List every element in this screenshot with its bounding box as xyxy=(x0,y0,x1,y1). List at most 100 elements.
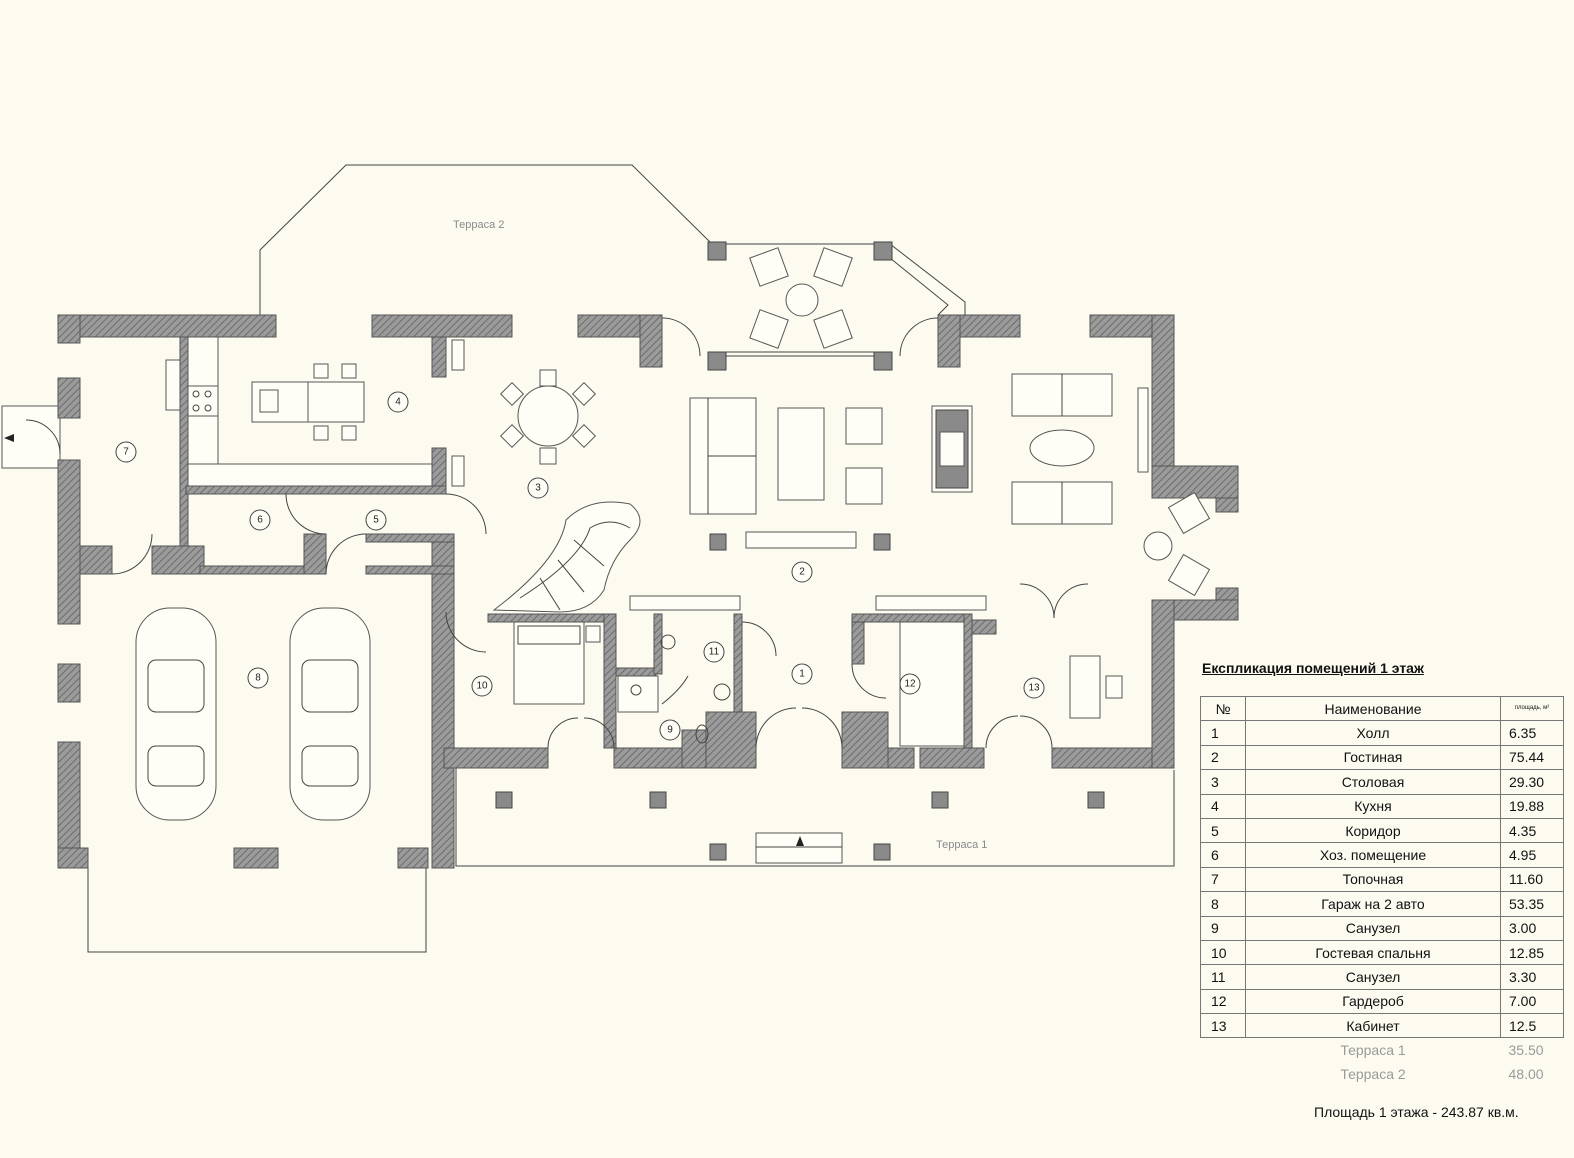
row-num: 13 xyxy=(1200,1013,1246,1039)
header-name: Наименование xyxy=(1245,695,1501,722)
terrace-row-empty xyxy=(1201,1038,1246,1062)
svg-text:11: 11 xyxy=(709,647,720,658)
door-swings xyxy=(25,317,1089,749)
row-num: 8 xyxy=(1200,891,1246,917)
svg-text:10: 10 xyxy=(476,681,488,692)
row-name: Гараж на 2 авто xyxy=(1245,891,1501,917)
svg-text:9: 9 xyxy=(667,725,673,736)
bathroom-fixtures xyxy=(617,634,731,744)
living-room-furniture xyxy=(629,373,1211,611)
row-area: 19.88 xyxy=(1500,793,1564,819)
row-area: 4.95 xyxy=(1500,842,1564,868)
boiler-unit xyxy=(165,359,181,411)
row-area: 3.00 xyxy=(1500,915,1564,941)
row-num: 10 xyxy=(1200,939,1246,966)
row-area: 29.30 xyxy=(1500,769,1564,795)
entry-arrow-icon xyxy=(796,836,804,846)
row-name: Санузел xyxy=(1245,915,1501,941)
kitchen-furniture xyxy=(187,336,465,487)
room-marker-7: 7 xyxy=(115,441,137,463)
exterior-walls xyxy=(57,241,1239,869)
room-marker-5: 5 xyxy=(365,509,387,531)
svg-text:4: 4 xyxy=(395,397,401,408)
room-marker-8: 8 xyxy=(247,667,269,689)
explication-title: Експликация помещений 1 этаж xyxy=(1202,660,1424,676)
row-area: 6.35 xyxy=(1500,720,1564,746)
bay-seating xyxy=(749,247,853,349)
room-marker-13: 13 xyxy=(1023,677,1045,699)
row-area: 3.30 xyxy=(1500,964,1564,990)
terrace-row-name: Терраса 2 xyxy=(1340,1065,1406,1082)
garage-apron xyxy=(87,866,427,953)
row-name: Коридор xyxy=(1245,817,1501,844)
terrace-1-steps xyxy=(755,832,843,864)
terrace-row-name: Терраса 1 xyxy=(1340,1042,1406,1059)
room-marker-1: 1 xyxy=(791,663,813,685)
study-furniture xyxy=(899,621,1123,747)
room-marker-9: 9 xyxy=(659,719,681,741)
header-num: № xyxy=(1200,695,1246,722)
room-explication: Експликация помещений 1 этаж № Наименова… xyxy=(1200,660,1568,1085)
row-name: Столовая xyxy=(1245,769,1501,795)
row-num: 4 xyxy=(1200,793,1246,819)
row-num: 3 xyxy=(1200,769,1246,795)
room-marker-4: 4 xyxy=(387,391,409,413)
terrace-1-outline xyxy=(455,766,1175,867)
row-area: 12.5 xyxy=(1500,1013,1564,1039)
spiral-staircase xyxy=(492,501,641,613)
row-num: 2 xyxy=(1200,744,1246,771)
room-marker-6: 6 xyxy=(249,509,271,531)
room-marker-11: 11 xyxy=(703,641,725,663)
svg-text:8: 8 xyxy=(255,673,261,684)
terrace-row-area: 48.00 xyxy=(1508,1065,1544,1082)
row-name: Гостиная xyxy=(1245,744,1501,771)
svg-text:1: 1 xyxy=(799,669,805,680)
row-num: 7 xyxy=(1200,866,1246,893)
row-area: 4.35 xyxy=(1500,817,1564,844)
svg-text:2: 2 xyxy=(799,567,805,578)
terrace-1-label: Терраса 1 xyxy=(936,839,987,851)
garage-cars xyxy=(135,607,371,821)
row-name: Хоз. помещение xyxy=(1245,842,1501,868)
terrace-row-area: 35.50 xyxy=(1508,1042,1544,1059)
terrace-2-label: Терраса 2 xyxy=(453,219,504,231)
interior-walls xyxy=(79,336,997,749)
row-name: Санузел xyxy=(1245,964,1501,990)
row-num: 1 xyxy=(1200,720,1246,746)
row-num: 11 xyxy=(1200,964,1246,990)
dining-table xyxy=(499,369,597,465)
terrace-2-bay-inner xyxy=(889,257,949,316)
row-area: 12.85 xyxy=(1500,939,1564,966)
room-marker-3: 3 xyxy=(527,477,549,499)
row-name: Гардероб xyxy=(1245,988,1501,1015)
row-num: 6 xyxy=(1200,842,1246,868)
table-header-row: № Наименование площадь, м² xyxy=(1200,695,1564,722)
guest-bedroom-furniture xyxy=(513,621,601,705)
terrace-row: Терраса 2 48.00 xyxy=(1201,1062,1564,1085)
svg-text:12: 12 xyxy=(904,679,916,690)
row-name: Кабинет xyxy=(1245,1013,1501,1039)
side-entrance xyxy=(1,405,61,469)
side-entry-arrow-icon xyxy=(4,434,14,442)
header-area: площадь, м² xyxy=(1500,695,1564,722)
svg-text:5: 5 xyxy=(373,515,379,526)
terrace-2-outline xyxy=(259,164,713,316)
row-name: Топочная xyxy=(1245,866,1501,893)
row-name: Кухня xyxy=(1245,793,1501,819)
room-marker-12: 12 xyxy=(899,673,921,695)
row-area: 53.35 xyxy=(1500,891,1564,917)
